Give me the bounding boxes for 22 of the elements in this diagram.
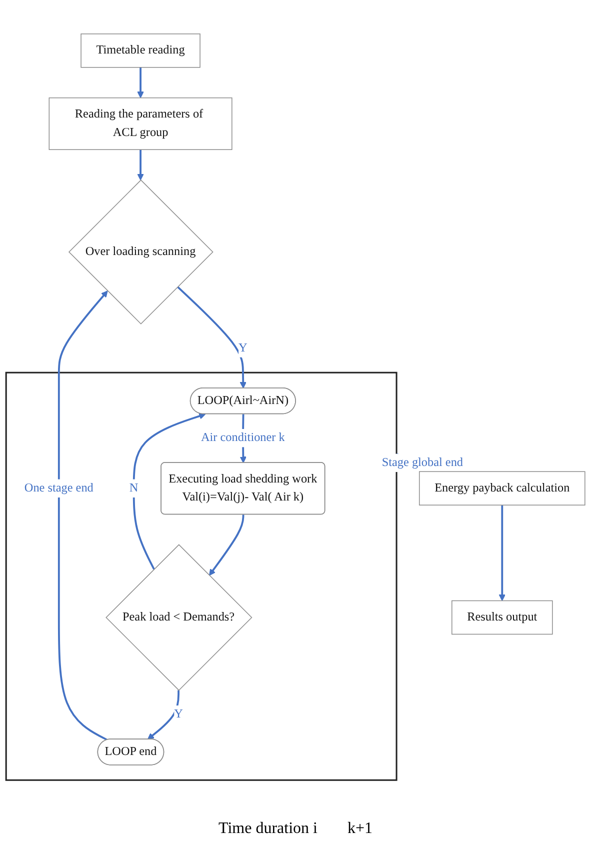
note-text: k+1: [347, 820, 372, 838]
arrow: [137, 67, 144, 98]
arrow: [58, 290, 108, 741]
edge-label: Stage global end: [382, 456, 464, 469]
node-box: Energy payback calculation: [419, 471, 586, 506]
edge-label: Y: [238, 341, 248, 354]
arrow: [208, 514, 244, 576]
edge-label: N: [129, 481, 138, 494]
arrow: [137, 150, 144, 180]
node-box: Timetable reading: [80, 34, 200, 68]
edge-label: Air conditioner k: [200, 431, 285, 444]
arrow: [498, 505, 506, 602]
edge-label: One stage end: [24, 481, 94, 494]
arrow: [176, 286, 246, 389]
node-box: Reading the parameters of ACL group: [48, 97, 232, 150]
arrow: [147, 690, 180, 740]
node-box: Results output: [452, 600, 553, 635]
note-text: Time duration i: [218, 820, 318, 838]
edge-label: Y: [174, 708, 183, 721]
node-diamond: Over loading scanning: [68, 180, 214, 324]
node-diamond: Peak load < Demands?: [106, 544, 252, 691]
arrow: [132, 412, 206, 570]
